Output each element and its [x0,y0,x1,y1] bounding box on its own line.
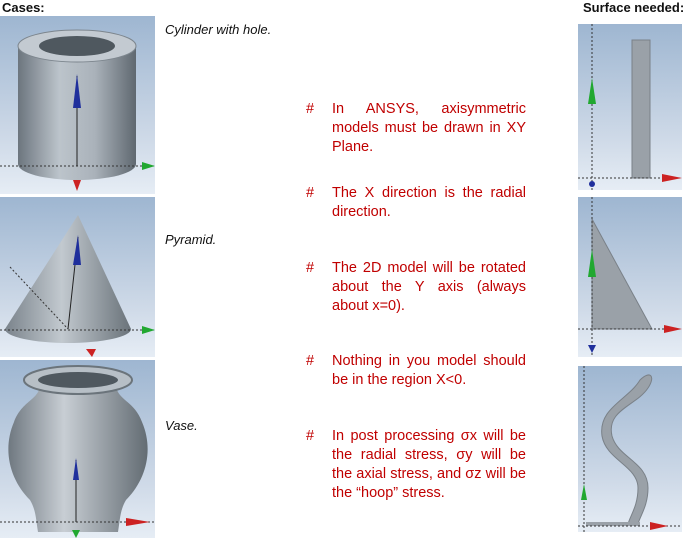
surface-needed-header: Surface needed: [583,0,685,15]
bullet-text: The 2D model will be rotated about the Y… [332,260,526,314]
bullet-radial-direction: # The X direction is the radial directio… [306,184,526,222]
y-axis-arrow-icon [73,458,79,480]
y-axis-arrow-icon [588,249,596,277]
bullet-text: In post processing σx will be the radial… [332,428,526,501]
vase-body-shape [8,384,148,532]
bullet-text: In ANSYS, axisymmetric models must be dr… [332,101,526,155]
vase-profile-shape [601,374,653,525]
y-axis-arrow-icon [581,484,587,500]
case-label-vase: Vase. [165,418,198,433]
z-axis-arrow-icon [126,518,150,526]
case-label-pyramid: Pyramid. [165,232,217,247]
y-axis-arrow-icon [73,235,81,265]
x-axis-arrow-icon [72,530,80,538]
bullet-marker: # [306,428,315,444]
x-axis-arrow-icon [142,326,155,334]
z-axis-arrow-icon [73,180,81,191]
triangle-surface-shape [591,218,653,330]
z-axis-arrow-icon [86,349,96,357]
surface-rectangle-view [578,24,682,190]
x-axis-arrow-icon [664,325,682,333]
bullet-marker: # [306,353,315,369]
z-axis-dot-icon [589,181,595,187]
bullet-post-processing: # In post processing σx will be the radi… [306,427,526,503]
y-axis-arrow-icon [73,74,81,108]
bullet-marker: # [306,101,315,117]
bullet-xy-plane: # In ANSYS, axisymmetric models must be … [306,100,526,157]
z-axis-arrow-icon [588,345,596,353]
cylinder-view [0,16,155,194]
vase-view [0,360,155,538]
x-axis-arrow-icon [142,162,155,170]
surface-vase-profile-view [578,366,682,532]
bullet-text: The X direction is the radial direction. [332,185,526,220]
cases-header: Cases: [2,0,45,15]
bullet-rotation: # The 2D model will be rotated about the… [306,259,526,316]
cylinder-hole-shape [39,36,115,56]
x-axis-arrow-icon [662,174,682,182]
rectangle-surface-shape [631,39,651,179]
bullet-marker: # [306,260,315,276]
bullet-marker: # [306,185,315,201]
cone-shape [5,215,131,343]
bullet-text: Nothing in you model should be in the re… [332,353,526,388]
y-axis-arrow-icon [588,78,596,104]
cone-view [0,197,155,357]
case-label-cylinder: Cylinder with hole. [165,22,272,37]
x-axis-arrow-icon [650,522,668,530]
surface-triangle-view [578,197,682,357]
bullet-no-negative-x: # Nothing in you model should be in the … [306,352,526,390]
